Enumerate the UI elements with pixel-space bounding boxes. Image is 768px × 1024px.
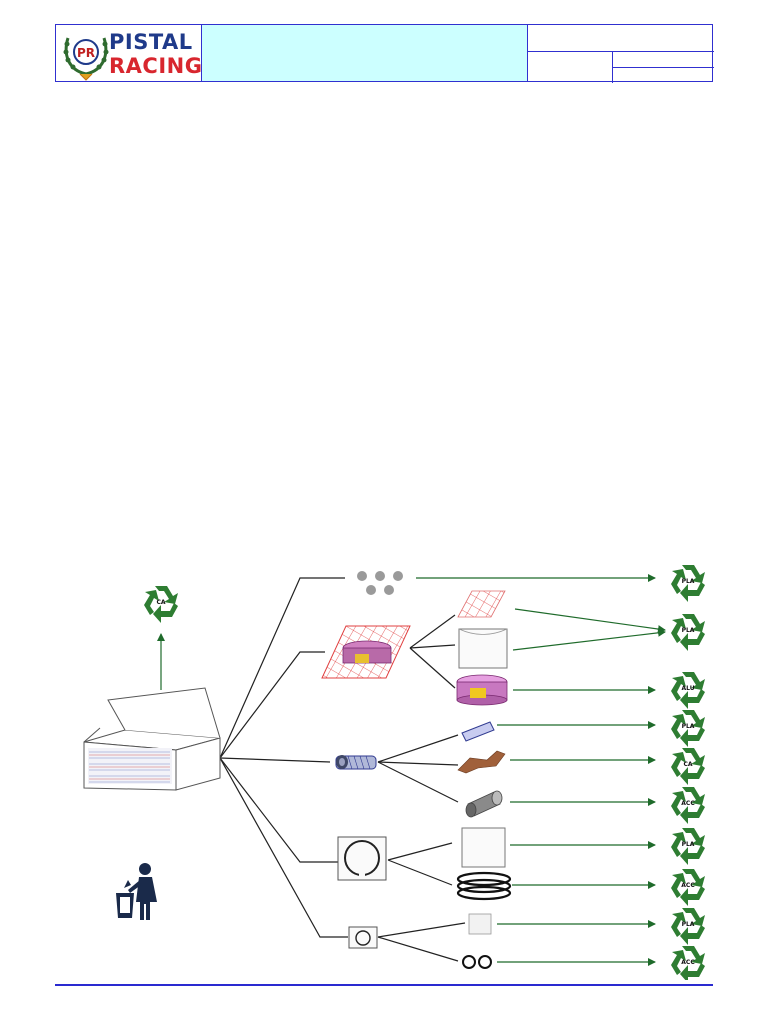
svg-text:PLA: PLA: [682, 921, 695, 928]
piston: [456, 674, 508, 706]
svg-text:CA: CA: [683, 761, 692, 768]
svg-text:PR: PR: [77, 46, 95, 60]
circlips: [462, 955, 492, 969]
branch-lines: [219, 577, 466, 962]
recycle-icon-rings: ACC: [671, 869, 705, 906]
recycling-diagram: CA: [83, 565, 705, 980]
recycle-icon-circlips: ACC: [671, 946, 705, 980]
recycle-icon-small-bag: PLA: [671, 908, 705, 945]
svg-text:CA: CA: [156, 599, 165, 606]
document-header: PR PISTAL RACING: [55, 24, 714, 83]
grid-sheet: [457, 590, 506, 618]
pin-balls: [357, 571, 403, 595]
box-recycle-icon: CA: [144, 586, 178, 623]
recycle-icon-ring-bag: PLA: [671, 828, 705, 865]
recycle-icon-cardboard: CA: [671, 748, 705, 785]
header-info-cell-3: [613, 52, 714, 68]
svg-text:PLA: PLA: [682, 841, 695, 848]
rings-in-bag: [337, 836, 387, 881]
logo-cell: PR PISTAL RACING: [56, 25, 202, 81]
recycle-icon-steel-pin: ACC: [671, 787, 705, 824]
logo-wordmark-line1: PISTAL: [109, 30, 193, 54]
piston-in-grid-packaging: [321, 625, 411, 679]
header-info-cell-1: [528, 25, 714, 52]
paper-bag: [458, 628, 508, 669]
svg-text:PLA: PLA: [682, 723, 695, 730]
small-bag: [468, 913, 492, 935]
recycle-icon-sleeve: PLA: [671, 710, 705, 747]
mesh-sleeve: [461, 721, 495, 742]
cardboard-piece: [457, 750, 506, 774]
footer-divider: [55, 984, 713, 986]
svg-text:ACC: ACC: [681, 800, 695, 807]
person-trash-icon: [116, 863, 157, 920]
laurel-logo-icon: PR: [63, 37, 109, 81]
recycle-icon-pins: PLA: [671, 565, 705, 602]
header-info-cell-2: [528, 52, 613, 83]
recycle-arrows: [157, 574, 666, 966]
svg-text:PLA: PLA: [682, 578, 695, 585]
logo-wordmark-line2: RACING: [109, 54, 203, 78]
svg-text:ACC: ACC: [681, 882, 695, 889]
title-cell: [202, 25, 528, 81]
recycle-icon-piston: ALU: [671, 672, 705, 709]
circlip-in-bag: [348, 926, 378, 949]
wrapped-pin: [335, 755, 377, 770]
svg-text:PLA: PLA: [682, 627, 695, 634]
svg-text:ACC: ACC: [681, 959, 695, 966]
pistal-box: [83, 687, 221, 791]
steel-pin: [465, 790, 503, 818]
ring-set: [456, 871, 512, 901]
paper-bag-2: [461, 827, 506, 868]
recycle-icon-packaging: PLA: [671, 614, 705, 651]
svg-text:ALU: ALU: [681, 685, 694, 692]
